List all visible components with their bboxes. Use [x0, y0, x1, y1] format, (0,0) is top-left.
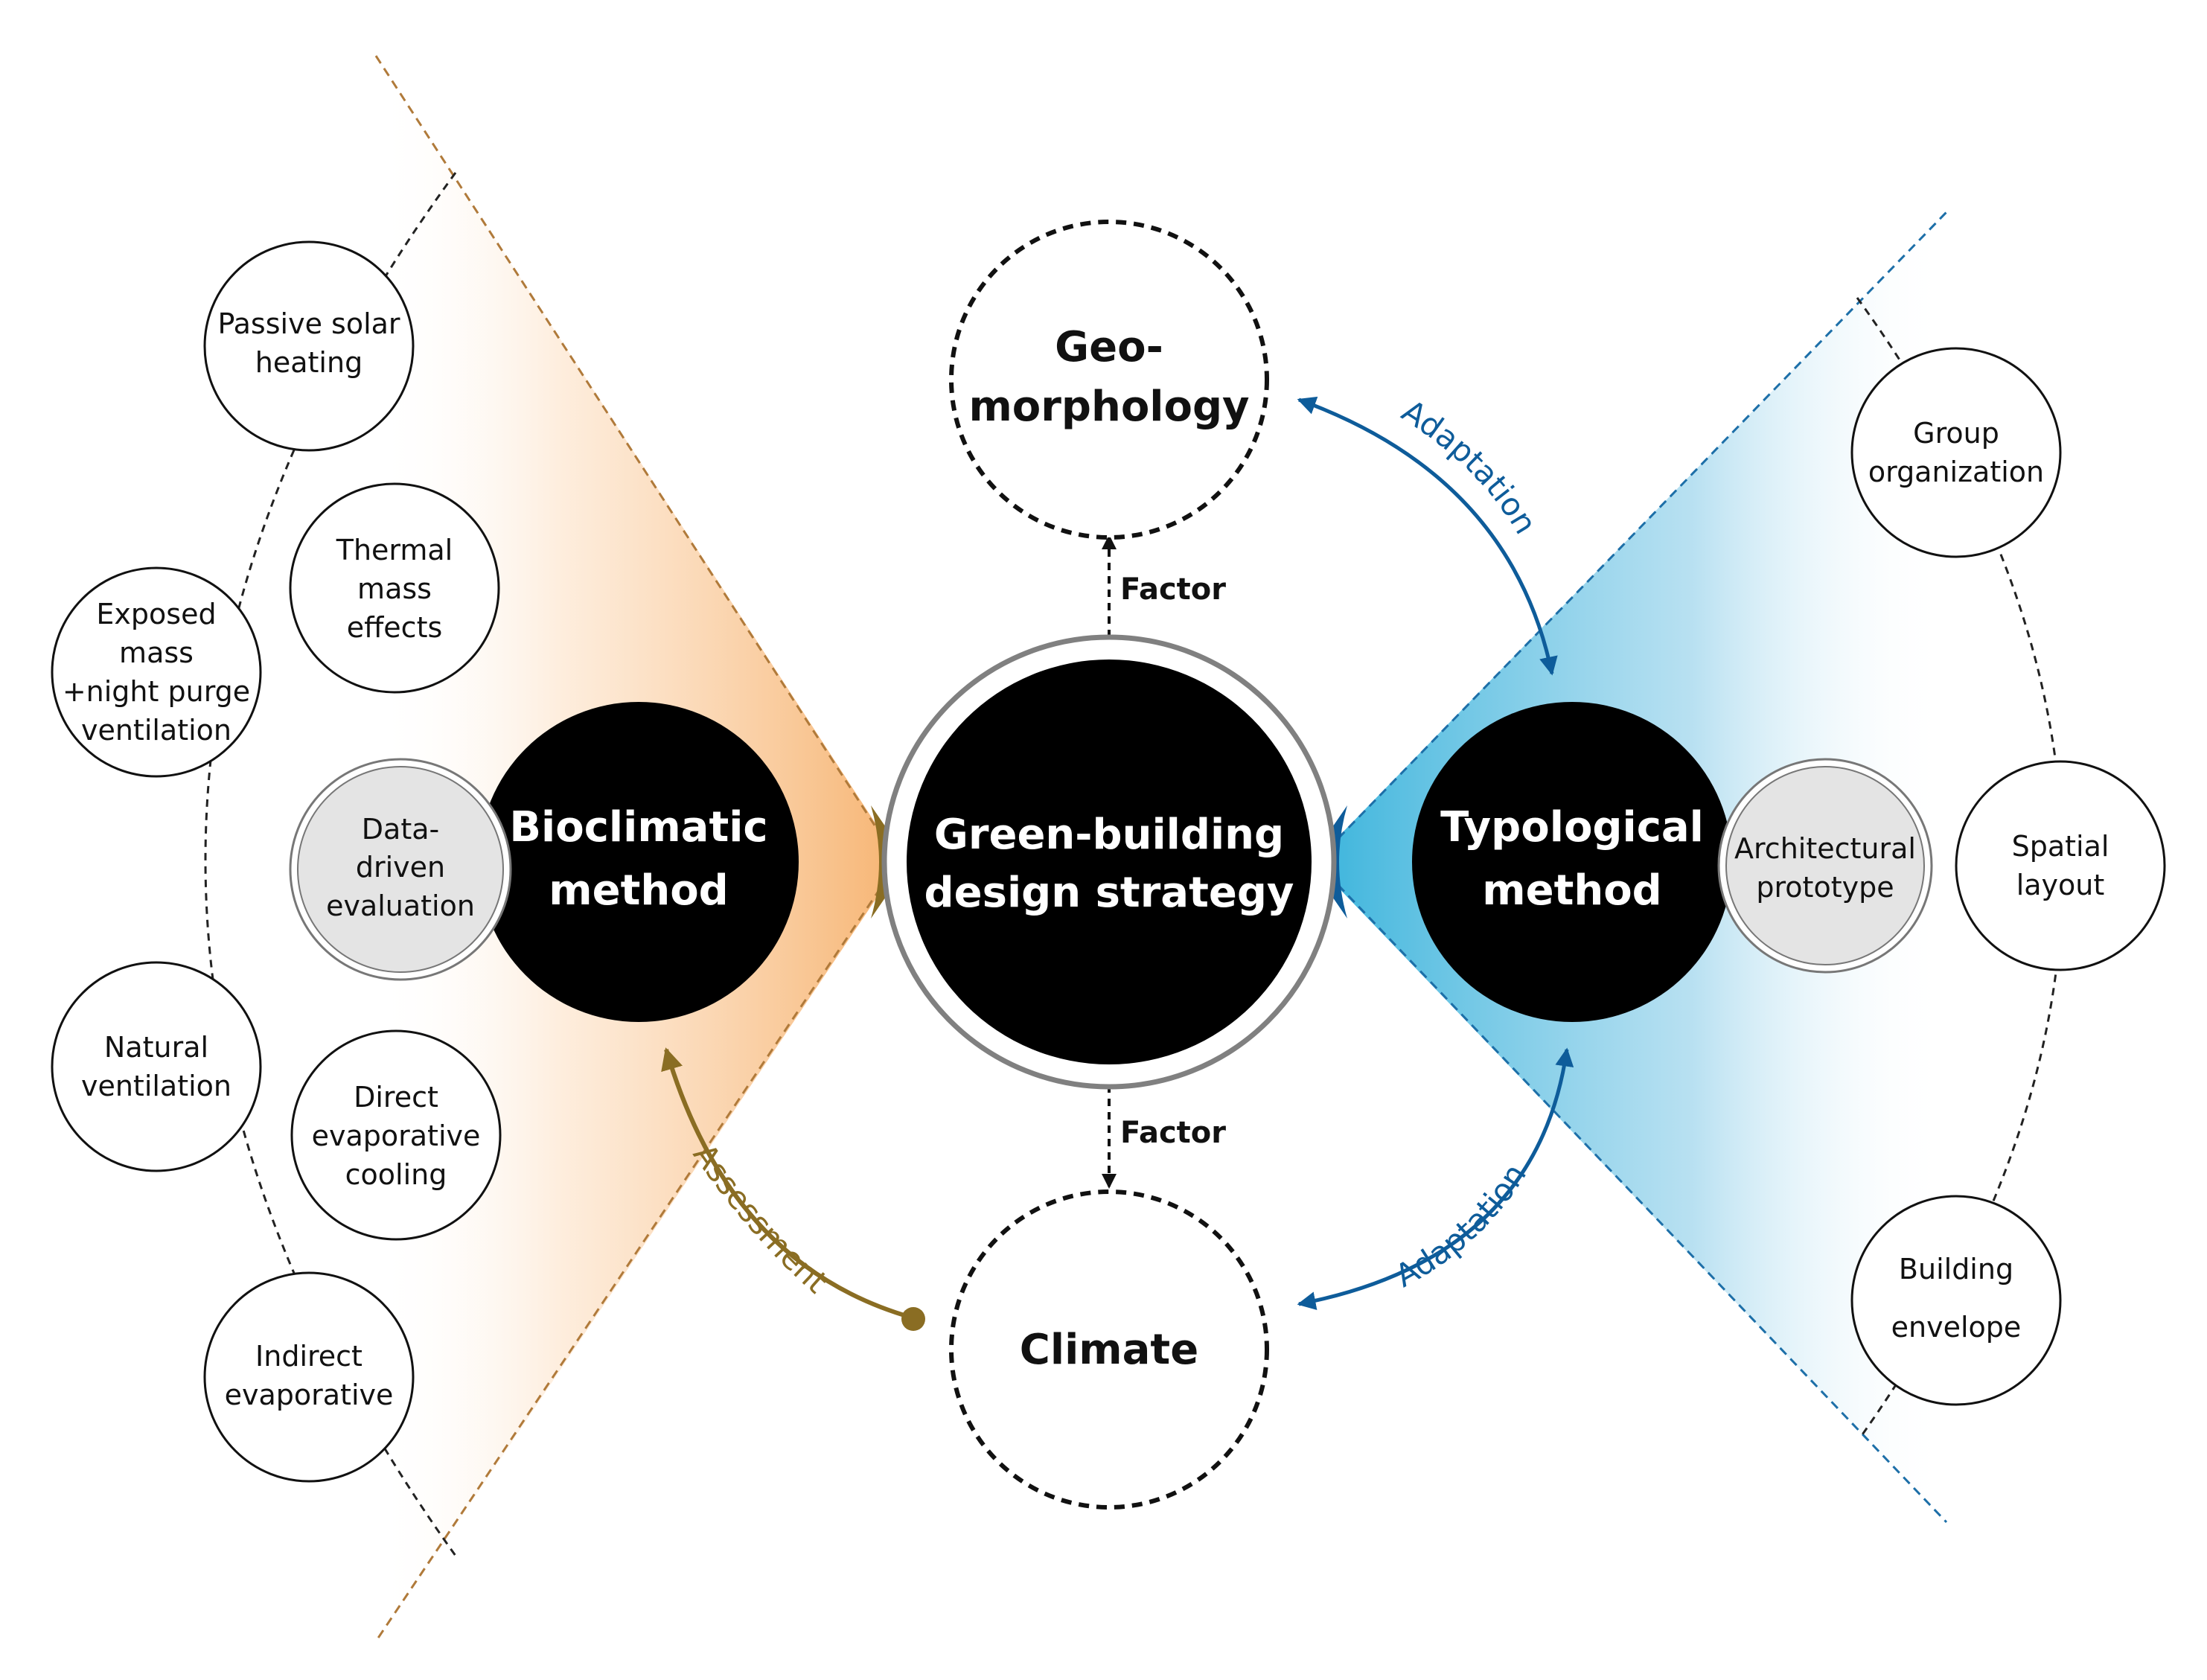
- thermal-mass-line1: Thermal: [336, 534, 453, 566]
- climate-node: Climate: [949, 1189, 1269, 1510]
- typological-label-line1: Typological: [1440, 803, 1704, 852]
- factor-label-top: Factor: [1120, 572, 1226, 607]
- hub-label-line1: Green-building: [934, 811, 1284, 859]
- natural-ventilation-line2: ventilation: [81, 1070, 231, 1102]
- data-driven-line3: evaluation: [326, 889, 475, 922]
- passive-solar-heating-node: Passive solar heating: [203, 240, 415, 452]
- spatial-layout-line1: Spatial: [2012, 830, 2109, 863]
- bioclimatic-label-line2: method: [549, 866, 729, 915]
- exposed-mass-line2: mass: [119, 636, 194, 669]
- building-envelope-line2: envelope: [1891, 1311, 2022, 1344]
- typological-method-node: Typological method: [1412, 702, 1732, 1022]
- geomorphology-label-line1: Geo-: [1055, 323, 1163, 371]
- indirect-evaporative-line1: Indirect: [255, 1340, 362, 1373]
- direct-evaporative-line3: cooling: [345, 1158, 447, 1191]
- blue-fan-edge-bottom: [1316, 862, 1948, 1524]
- natural-ventilation-node: Natural ventilation: [51, 961, 262, 1172]
- adaptation-arrow-bottom: [1297, 1047, 1574, 1310]
- thermal-mass-line3: effects: [347, 611, 443, 644]
- prototype-line2: prototype: [1756, 871, 1894, 904]
- geomorphology-node: Geo- morphology: [949, 220, 1269, 540]
- indirect-evaporative-circle: [203, 1271, 415, 1483]
- passive-solar-circle: [203, 240, 415, 452]
- group-organization-circle: [1850, 347, 2062, 558]
- typological-label-line2: method: [1482, 866, 1662, 915]
- hub-label-line2: design strategy: [924, 869, 1294, 917]
- thermal-mass-circle: [289, 482, 500, 694]
- blue-fan-edge-top: [1316, 211, 1948, 861]
- thermal-mass-effects-node: Thermal mass effects: [289, 482, 500, 694]
- adaptation-arrow-top: [1297, 396, 1558, 676]
- bioclimatic-label-line1: Bioclimatic: [509, 803, 767, 852]
- data-driven-line2: driven: [356, 851, 445, 884]
- exposed-mass-line3: +night purge: [63, 675, 250, 708]
- prototype-inner: [1725, 766, 1925, 965]
- group-organization-line2: organization: [1868, 456, 2044, 488]
- direct-evaporative-circle: [290, 1029, 502, 1241]
- passive-solar-line2: heating: [255, 346, 362, 379]
- exposed-mass-line1: Exposed: [96, 598, 216, 630]
- thermal-mass-line2: mass: [357, 572, 432, 605]
- assessment-origin-dot: [901, 1307, 925, 1331]
- indirect-evaporative-line2: evaporative: [225, 1379, 394, 1411]
- data-driven-line1: Data-: [362, 813, 439, 846]
- bioclimatic-method-node: Bioclimatic method: [479, 702, 799, 1022]
- typological-circle: [1412, 702, 1732, 1022]
- building-envelope-circle: [1850, 1195, 2062, 1406]
- direct-evaporative-cooling-node: Direct evaporative cooling: [290, 1029, 502, 1241]
- assessment-arrow: [661, 1047, 913, 1320]
- building-envelope-node: Building envelope: [1850, 1195, 2062, 1406]
- building-envelope-line1: Building: [1899, 1253, 2013, 1285]
- prototype-line1: Architectural: [1734, 832, 1916, 865]
- indirect-evaporative-node: Indirect evaporative: [203, 1271, 415, 1483]
- geomorphology-circle: [949, 220, 1269, 540]
- geomorphology-label-line2: morphology: [968, 383, 1249, 431]
- assessment-label: Assessment: [686, 1137, 834, 1300]
- direct-evaporative-line1: Direct: [354, 1081, 438, 1114]
- group-organization-line1: Group: [1913, 417, 1999, 450]
- orange-fan-edge-bottom: [374, 863, 898, 1642]
- exposed-mass-node: Exposed mass +night purge ventilation: [51, 566, 262, 778]
- passive-solar-line1: Passive solar: [217, 307, 400, 340]
- bioclimatic-circle: [479, 702, 799, 1022]
- climate-label: Climate: [1020, 1326, 1198, 1374]
- spatial-layout-circle: [1955, 760, 2166, 971]
- natural-ventilation-circle: [51, 961, 262, 1172]
- adaptation-label-bottom: Adaptation: [1389, 1157, 1533, 1294]
- spatial-layout-line2: layout: [2016, 869, 2105, 901]
- factor-label-bottom: Factor: [1120, 1116, 1226, 1150]
- architectural-prototype-node: Architectural prototype: [1717, 758, 1933, 974]
- group-organization-node: Group organization: [1850, 347, 2062, 558]
- data-driven-inner: [297, 766, 504, 973]
- direct-evaporative-line2: evaporative: [312, 1120, 481, 1152]
- spatial-layout-node: Spatial layout: [1955, 760, 2166, 971]
- natural-ventilation-line1: Natural: [104, 1031, 208, 1064]
- hub-core: [907, 659, 1312, 1064]
- exposed-mass-line4: ventilation: [81, 714, 231, 747]
- climate-circle: [949, 1189, 1269, 1510]
- orange-fan-edge-top: [374, 55, 898, 860]
- data-driven-evaluation-node: Data- driven evaluation: [289, 758, 512, 981]
- adaptation-label-top: Adaptation: [1396, 392, 1545, 540]
- exposed-mass-circle: [51, 566, 262, 778]
- green-building-hub: Green-building design strategy: [881, 634, 1337, 1090]
